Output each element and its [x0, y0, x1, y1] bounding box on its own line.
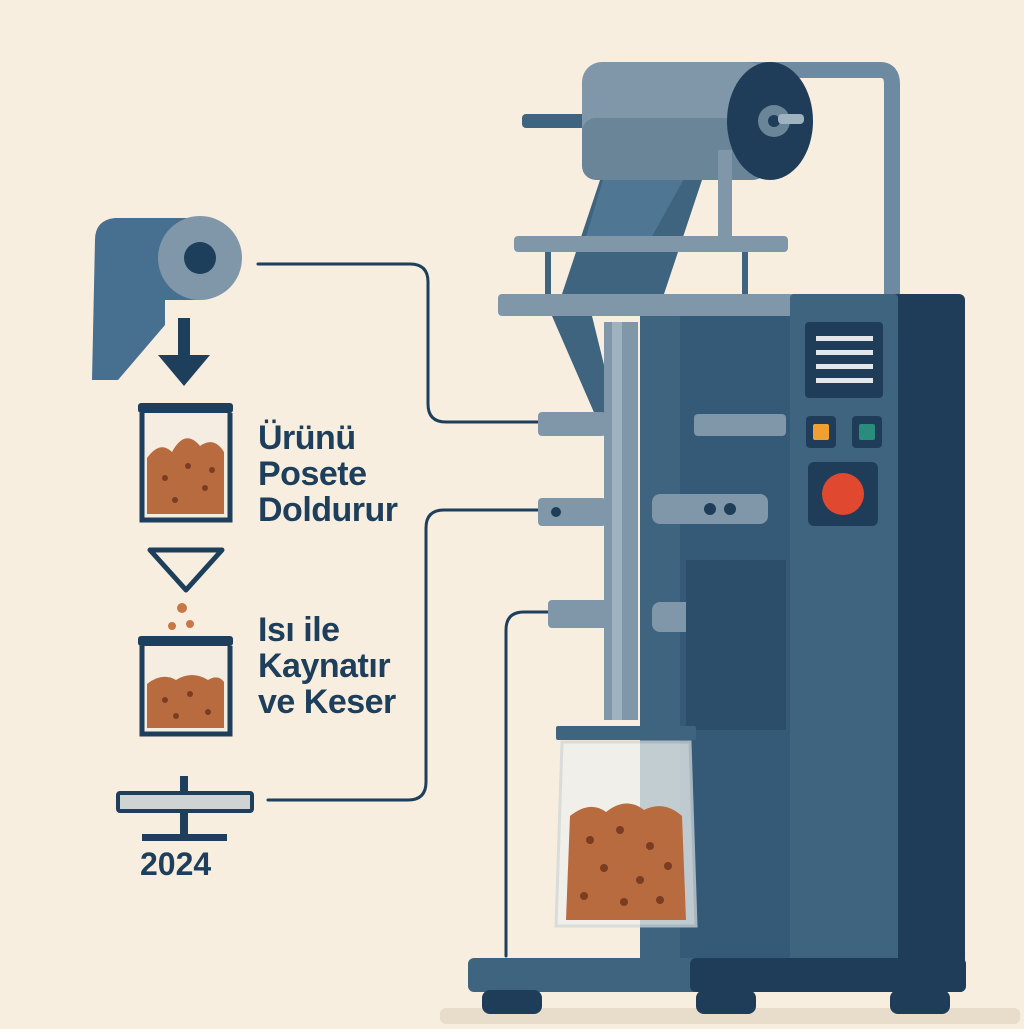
filled-bag-icon	[138, 403, 233, 523]
film-roll-icon	[92, 216, 242, 380]
step-seal-label: Isı ile Kaynatır ve Keser	[258, 612, 396, 720]
year-label: 2024	[140, 846, 212, 882]
step-fill-line-3: Doldurur	[258, 491, 398, 529]
step-fill-label: Ürünü Posete Doldurur	[258, 420, 398, 528]
floor-shadow	[440, 1008, 1020, 1024]
product-bag	[554, 740, 698, 928]
connector-fill	[266, 508, 558, 802]
step-seal-line-2: Kaynatır	[258, 647, 391, 685]
sealing-bar-icon	[116, 776, 254, 841]
step-fill-line-1: Ürünü	[258, 419, 356, 457]
arrow-down-icon	[158, 318, 210, 386]
step-fill-line-2: Posete	[258, 455, 367, 493]
step-seal-line-3: ve Keser	[258, 683, 396, 721]
connector-lines	[256, 262, 558, 958]
connector-film-roll	[256, 262, 540, 424]
funnel-icon	[147, 547, 225, 630]
machine-film-roll	[582, 62, 813, 180]
vertical-packaging-machine	[468, 62, 966, 1014]
connector-seal	[504, 610, 550, 958]
step-seal-line-1: Isı ile	[258, 611, 340, 649]
sealed-bag-icon	[138, 636, 233, 737]
